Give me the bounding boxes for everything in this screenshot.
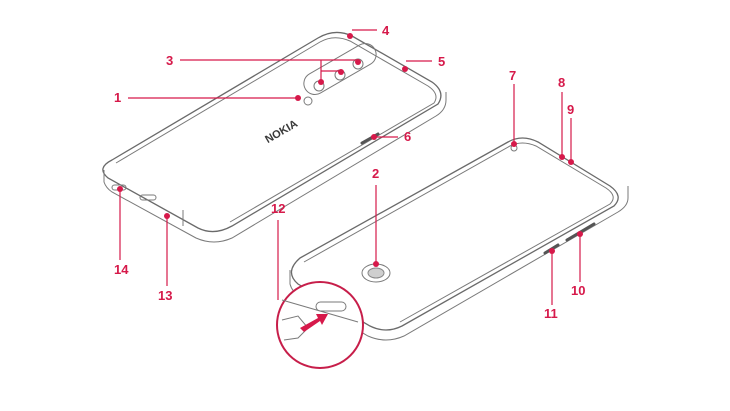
callout-2: 2	[372, 166, 379, 267]
svg-text:13: 13	[158, 288, 172, 303]
callout-10: 10	[571, 231, 585, 298]
svg-text:8: 8	[558, 75, 565, 90]
svg-text:9: 9	[567, 102, 574, 117]
callout-11: 11	[544, 248, 558, 321]
callout-6: 6	[371, 129, 411, 144]
svg-text:5: 5	[438, 54, 445, 69]
callout-13: 13	[158, 213, 172, 303]
svg-text:6: 6	[404, 129, 411, 144]
svg-text:4: 4	[382, 23, 390, 38]
callout-1: 1	[114, 90, 301, 105]
svg-text:11: 11	[544, 306, 558, 321]
callout-14: 14	[114, 186, 129, 277]
callout-8: 8	[558, 75, 565, 160]
callout-5: 5	[402, 54, 445, 72]
callout-12: 12	[271, 201, 285, 300]
callout-3: 3	[166, 53, 361, 85]
callout-7: 7	[509, 68, 517, 147]
svg-text:7: 7	[509, 68, 516, 83]
svg-text:14: 14	[114, 262, 129, 277]
callout-9: 9	[567, 102, 574, 165]
back-view-phone: NOKIA	[102, 31, 447, 243]
usb-port-detail	[276, 281, 364, 369]
svg-text:12: 12	[271, 201, 285, 216]
svg-text:3: 3	[166, 53, 173, 68]
svg-text:2: 2	[372, 166, 379, 181]
svg-text:10: 10	[571, 283, 585, 298]
callout-4: 4	[347, 23, 390, 39]
svg-text:1: 1	[114, 90, 121, 105]
